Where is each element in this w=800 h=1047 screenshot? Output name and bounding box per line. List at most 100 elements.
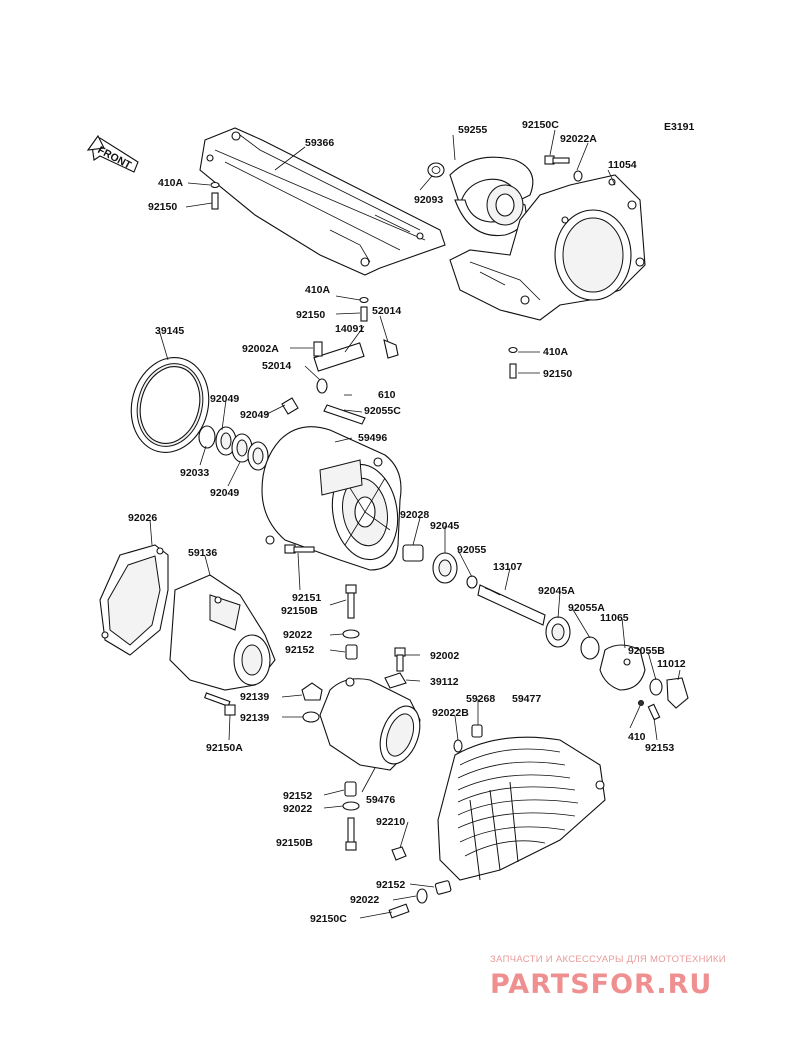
label-92139-1[interactable]: 92139 — [240, 691, 269, 703]
label-92022-1[interactable]: 92022 — [283, 629, 312, 641]
label-92049-1[interactable]: 92049 — [210, 393, 239, 405]
impeller-59255[interactable] — [449, 156, 534, 237]
bolt-92150-b[interactable] — [359, 296, 369, 322]
label-92150a[interactable]: 92150A — [206, 742, 243, 754]
label-410a-2[interactable]: 410A — [305, 284, 331, 296]
label-92150c-2[interactable]: 92150C — [310, 913, 347, 925]
label-39112[interactable]: 39112 — [430, 676, 459, 688]
label-92045a[interactable]: 92045A — [538, 585, 575, 597]
pump-cover-plate-59366[interactable] — [199, 127, 446, 276]
label-92150c-1[interactable]: 92150C — [522, 119, 559, 131]
label-92026[interactable]: 92026 — [128, 512, 157, 524]
collar-92152-upper[interactable] — [345, 644, 358, 660]
label-14091[interactable]: 14091 — [335, 323, 364, 335]
label-92033[interactable]: 92033 — [180, 467, 209, 479]
label-92028[interactable]: 92028 — [400, 509, 429, 521]
bolt-92150c-bottom[interactable] — [388, 903, 410, 919]
label-92210[interactable]: 92210 — [376, 816, 405, 828]
shaft-13107[interactable] — [477, 584, 546, 626]
label-92150-1[interactable]: 92150 — [148, 201, 177, 213]
label-59477[interactable]: 59477 — [512, 693, 541, 705]
bolt-92150-c[interactable] — [508, 346, 518, 379]
o-ring-92055b[interactable] — [649, 678, 663, 696]
label-52014-2[interactable]: 52014 — [262, 360, 291, 372]
cap-11065[interactable] — [599, 644, 646, 691]
bolt-92153[interactable] — [647, 703, 661, 721]
washer-92022a[interactable] — [573, 170, 583, 182]
label-92150-2[interactable]: 92150 — [296, 309, 325, 321]
bolt-92002[interactable] — [394, 647, 406, 672]
bushing-92139-upper[interactable] — [301, 682, 323, 701]
bearing-set-92049[interactable] — [198, 425, 269, 471]
pump-stator-59496[interactable] — [261, 426, 405, 571]
label-92055b[interactable]: 92055B — [628, 645, 665, 657]
fitting-assembly-14091[interactable] — [281, 339, 399, 425]
label-92152-1[interactable]: 92152 — [285, 644, 314, 656]
label-92152-2[interactable]: 92152 — [283, 790, 312, 802]
o-ring-92055a[interactable] — [580, 636, 600, 660]
o-ring-410[interactable] — [638, 700, 644, 706]
collar-92152-lower[interactable] — [434, 880, 452, 895]
label-92049-2[interactable]: 92049 — [240, 409, 269, 421]
label-92055a[interactable]: 92055A — [568, 602, 605, 614]
bracket-39112[interactable] — [384, 672, 407, 689]
steering-nozzle-59476[interactable] — [319, 677, 427, 771]
reverse-bucket-59477[interactable] — [437, 736, 606, 881]
washer-92022-upper[interactable] — [342, 629, 360, 639]
label-92022-3[interactable]: 92022 — [350, 894, 379, 906]
label-410a-1[interactable]: 410A — [158, 177, 184, 189]
label-92055[interactable]: 92055 — [457, 544, 486, 556]
label-52014-1[interactable]: 52014 — [372, 305, 401, 317]
label-59268[interactable]: 59268 — [466, 693, 495, 705]
label-11012[interactable]: 11012 — [657, 658, 686, 670]
collar-92152-middle[interactable] — [344, 781, 357, 797]
label-410[interactable]: 410 — [628, 731, 646, 743]
seal-ring-39145[interactable] — [121, 349, 219, 461]
label-92002a[interactable]: 92002A — [242, 343, 279, 355]
label-92093[interactable]: 92093 — [414, 194, 443, 206]
washer-92022b[interactable] — [453, 739, 463, 753]
label-610[interactable]: 610 — [378, 389, 396, 401]
label-92150-3[interactable]: 92150 — [543, 368, 572, 380]
washer-92022-middle[interactable] — [342, 801, 360, 811]
nozzle-59136[interactable] — [169, 574, 276, 691]
washer-92022-lower[interactable] — [416, 888, 428, 904]
label-92022a-1[interactable]: 92022A — [560, 133, 597, 145]
nut-92210[interactable] — [391, 846, 407, 861]
label-59255[interactable]: 59255 — [458, 124, 487, 136]
o-ring-92055[interactable] — [466, 575, 478, 589]
label-92152-3[interactable]: 92152 — [376, 879, 405, 891]
bearing-92045[interactable] — [432, 552, 458, 584]
label-92022-2[interactable]: 92022 — [283, 803, 312, 815]
collar-92093[interactable] — [427, 162, 445, 178]
label-13107[interactable]: 13107 — [493, 561, 522, 573]
bolt-92151[interactable] — [284, 544, 315, 554]
label-11054[interactable]: 11054 — [608, 159, 637, 171]
label-92151[interactable]: 92151 — [292, 592, 321, 604]
bushing-92028[interactable] — [402, 544, 424, 562]
label-59136[interactable]: 59136 — [188, 547, 217, 559]
label-92153[interactable]: 92153 — [645, 742, 674, 754]
label-92139-2[interactable]: 92139 — [240, 712, 269, 724]
bolt-92150-a[interactable] — [210, 181, 220, 210]
bearing-92045a[interactable] — [545, 616, 571, 648]
bolt-92150b-lower[interactable] — [345, 817, 357, 851]
label-92002[interactable]: 92002 — [430, 650, 459, 662]
fitting-59268[interactable] — [471, 724, 483, 738]
label-92055c[interactable]: 92055C — [364, 405, 401, 417]
bolt-92150a[interactable] — [203, 692, 236, 716]
bolt-92150b-upper[interactable] — [345, 584, 357, 619]
label-92022b[interactable]: 92022B — [432, 707, 469, 719]
label-59366[interactable]: 59366 — [305, 137, 334, 149]
label-410a-3[interactable]: 410A — [543, 346, 569, 358]
label-59496[interactable]: 59496 — [358, 432, 387, 444]
label-92045[interactable]: 92045 — [430, 520, 459, 532]
gasket-92026[interactable] — [99, 544, 169, 656]
label-11065[interactable]: 11065 — [600, 612, 629, 624]
label-39145[interactable]: 39145 — [155, 325, 184, 337]
label-59476[interactable]: 59476 — [366, 794, 395, 806]
label-92150b-2[interactable]: 92150B — [276, 837, 313, 849]
cap-11012[interactable] — [666, 677, 689, 709]
pump-case-11054[interactable] — [449, 174, 646, 321]
bushing-92139-lower[interactable] — [302, 711, 320, 723]
